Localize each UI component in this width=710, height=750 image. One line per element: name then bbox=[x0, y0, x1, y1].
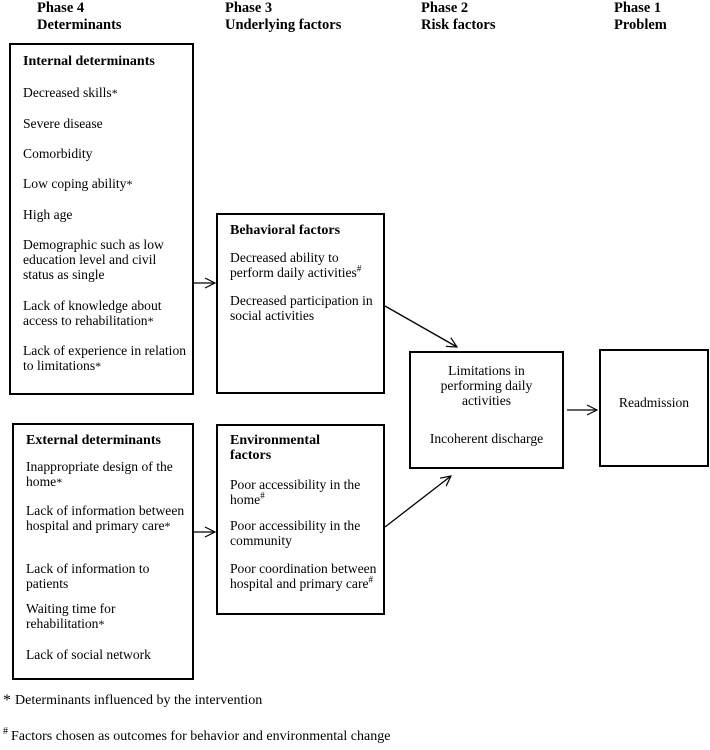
list-item: Lack of social network bbox=[26, 647, 188, 662]
list-item: Decreased skills* bbox=[23, 85, 188, 101]
hash-marker: # bbox=[368, 574, 374, 585]
asterisk-marker: * bbox=[164, 519, 171, 533]
list-item: High age bbox=[23, 207, 188, 222]
item-text: Lack of information to patients bbox=[26, 561, 150, 591]
list-item: Lack of information between hospital and… bbox=[26, 503, 188, 534]
phase-title: Determinants bbox=[37, 17, 122, 33]
asterisk-marker: * bbox=[147, 314, 154, 328]
risk-factors-box: Limitations in performing daily activiti… bbox=[409, 351, 564, 469]
item-text: Decreased skills bbox=[23, 85, 112, 100]
asterisk-marker: * bbox=[56, 475, 63, 489]
asterisk-marker: * bbox=[126, 177, 133, 191]
item-text: Comorbidity bbox=[23, 146, 93, 161]
list-item: Decreased ability to perform daily activ… bbox=[230, 250, 379, 280]
list-item: Low coping ability* bbox=[23, 176, 188, 192]
box-title: Behavioral factors bbox=[230, 223, 341, 238]
asterisk-marker: * bbox=[95, 359, 102, 373]
phase-label: Phase 1 bbox=[614, 0, 662, 16]
footnote-text: Determinants influenced by the intervent… bbox=[15, 693, 263, 708]
phase-3-header: Phase 3 Underlying factors bbox=[225, 0, 341, 34]
external-determinants-box: External determinants Inappropriate desi… bbox=[12, 423, 194, 680]
footnote-text: Factors chosen as outcomes for behavior … bbox=[11, 729, 391, 744]
hash-marker: # bbox=[260, 490, 265, 501]
list-item: Lack of experience in relation to limita… bbox=[23, 343, 188, 374]
item-text: Lack of knowledge about access to rehabi… bbox=[23, 298, 162, 328]
item-text: Lack of information between hospital and… bbox=[26, 503, 185, 533]
problem-box: Readmission bbox=[599, 349, 709, 467]
list-item: Poor accessibility in the community bbox=[230, 518, 379, 548]
phase-label: Phase 4 bbox=[37, 0, 85, 16]
list-item: Demographic such as low education level … bbox=[23, 237, 188, 282]
phase-1-header: Phase 1 Problem bbox=[614, 0, 667, 34]
asterisk-marker: * bbox=[98, 617, 105, 631]
list-item: Lack of information to patients bbox=[26, 561, 188, 591]
phase-title: Risk factors bbox=[421, 17, 496, 33]
item-text: Poor accessibility in the home bbox=[230, 477, 361, 507]
item-text: Lack of experience in relation to limita… bbox=[23, 343, 187, 373]
list-item: Waiting time for rehabilitation* bbox=[26, 601, 188, 632]
list-item: Lack of knowledge about access to rehabi… bbox=[23, 298, 188, 329]
arrow-behavioral-to-risk bbox=[384, 305, 457, 347]
asterisk-symbol: * bbox=[3, 692, 11, 709]
phase-label: Phase 2 bbox=[421, 0, 469, 16]
item-text: Demographic such as low education level … bbox=[23, 237, 164, 282]
phase-title: Problem bbox=[614, 17, 667, 33]
list-item: Poor accessibility in the home# bbox=[230, 477, 379, 507]
risk-limitations-text: Limitations in performing daily activiti… bbox=[440, 363, 533, 408]
list-item: Decreased participation in social activi… bbox=[230, 293, 379, 323]
phase-2-header: Phase 2 Risk factors bbox=[421, 0, 496, 34]
footnote-hash: #Factors chosen as outcomes for behavior… bbox=[3, 726, 391, 745]
phase-title: Underlying factors bbox=[225, 17, 342, 33]
item-text: Poor coordination between hospital and p… bbox=[230, 561, 377, 591]
item-text: Poor accessibility in the community bbox=[230, 518, 361, 548]
list-item: Severe disease bbox=[23, 116, 188, 131]
phase-4-header: Phase 4 Determinants bbox=[37, 0, 122, 34]
item-text: Severe disease bbox=[23, 116, 103, 131]
box-title: Internal determinants bbox=[23, 54, 155, 69]
risk-discharge-text: Incoherent discharge bbox=[429, 431, 544, 446]
item-text: Inappropriate design of the home bbox=[26, 459, 173, 489]
item-text: Low coping ability bbox=[23, 176, 127, 191]
internal-determinants-box: Internal determinants Decreased skills* … bbox=[9, 43, 194, 395]
item-text: Decreased participation in social activi… bbox=[230, 293, 373, 323]
footnote-asterisk: * Determinants influenced by the interven… bbox=[3, 693, 262, 709]
item-text: Waiting time for rehabilitation bbox=[26, 601, 116, 631]
hash-marker: # bbox=[356, 263, 362, 274]
item-text: Decreased ability to perform daily activ… bbox=[230, 250, 357, 280]
item-text: Lack of social network bbox=[26, 647, 151, 662]
asterisk-marker: * bbox=[111, 86, 118, 100]
list-item: Comorbidity bbox=[23, 146, 188, 161]
item-text: High age bbox=[23, 207, 73, 222]
list-item: Poor coordination between hospital and p… bbox=[230, 561, 379, 591]
box-title: Environmental factors bbox=[230, 433, 320, 463]
hash-symbol: # bbox=[3, 726, 8, 738]
problem-text: Readmission bbox=[618, 395, 690, 410]
box-title: External determinants bbox=[26, 433, 161, 448]
environmental-factors-box: Environmental factors Poor accessibility… bbox=[216, 424, 385, 615]
behavioral-factors-box: Behavioral factors Decreased ability to … bbox=[216, 213, 385, 394]
list-item: Inappropriate design of the home* bbox=[26, 459, 188, 490]
phase-label: Phase 3 bbox=[225, 0, 273, 16]
arrow-environmental-to-risk bbox=[384, 476, 451, 528]
